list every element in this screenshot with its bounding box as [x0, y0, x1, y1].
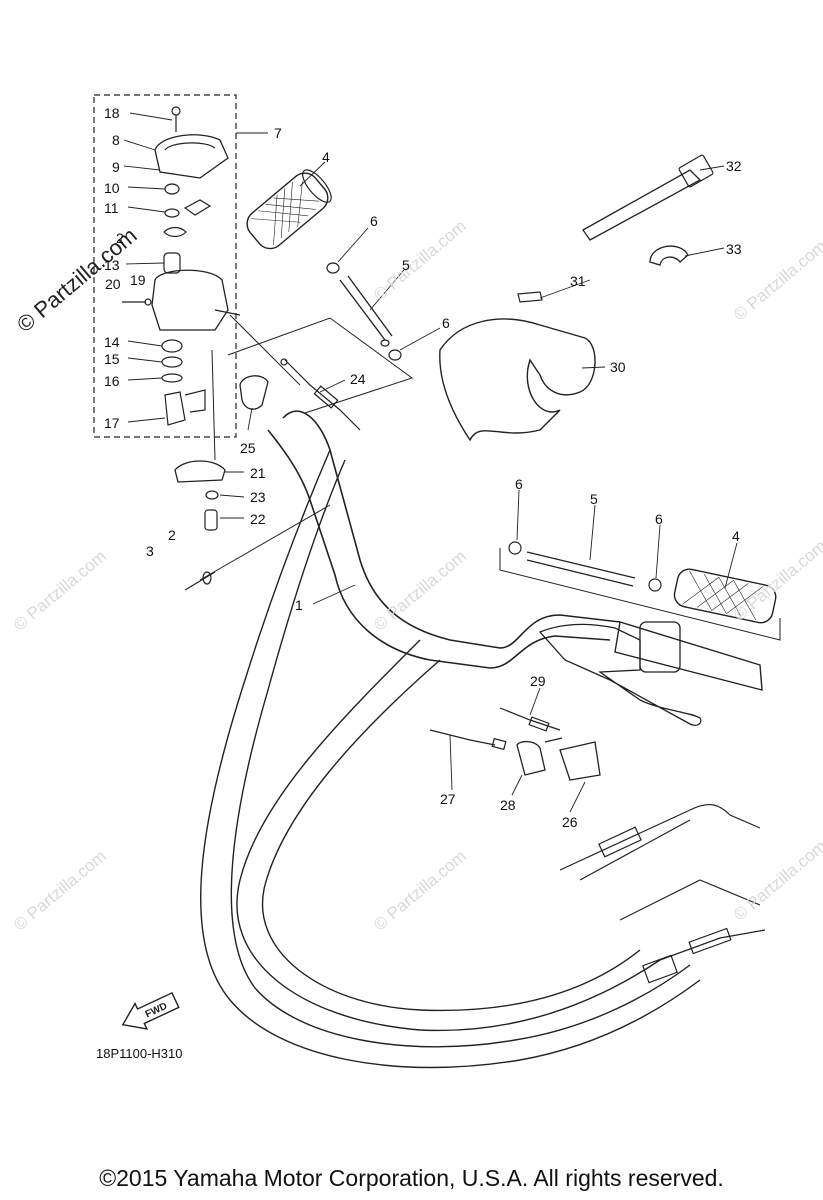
- callout-24: 24: [350, 371, 366, 387]
- callout-27: 27: [440, 791, 456, 807]
- callout-17: 17: [104, 415, 120, 431]
- callout-28: 28: [500, 797, 516, 813]
- diagram-code: 18P1100-H310: [96, 1046, 183, 1061]
- right-grip: [614, 621, 763, 691]
- callout-6: 6: [442, 315, 450, 331]
- throttle-group-box: [93, 94, 237, 438]
- callout-26: 26: [562, 814, 578, 830]
- callout-6: 6: [515, 476, 523, 492]
- left-grip: [246, 169, 332, 250]
- throttle-housing: [151, 269, 229, 331]
- callout-22: 22: [250, 511, 266, 527]
- callout-18: 18: [104, 105, 120, 121]
- brake-lever: [538, 623, 702, 726]
- callout-8: 8: [112, 132, 120, 148]
- handlebar: [282, 410, 621, 649]
- callout-6: 6: [370, 213, 378, 229]
- callout-3: 3: [146, 543, 154, 559]
- callout-5: 5: [402, 257, 410, 273]
- callout-33: 33: [726, 241, 742, 257]
- callout-10: 10: [104, 180, 120, 196]
- forward-arrow-icon: FWD: [121, 991, 180, 1030]
- callout-7: 7: [274, 125, 282, 141]
- callout-1: 1: [295, 597, 303, 613]
- throttle-cover: [154, 134, 229, 179]
- handlebar-cover: [439, 318, 596, 442]
- right-grip-part: [673, 568, 777, 624]
- callout-31: 31: [570, 273, 586, 289]
- callout-14: 14: [104, 334, 120, 350]
- callout-16: 16: [104, 373, 120, 389]
- callout-25: 25: [240, 440, 256, 456]
- callout-13: 13: [104, 257, 120, 273]
- callout-11: 11: [104, 200, 119, 216]
- callout-12: 2: [116, 230, 124, 246]
- callout-2: 2: [168, 527, 176, 543]
- cable-tie: [582, 169, 702, 241]
- callout-5: 5: [590, 491, 598, 507]
- callout-21: 21: [250, 465, 266, 481]
- copyright-notice: ©2015 Yamaha Motor Corporation, U.S.A. A…: [99, 1165, 724, 1191]
- callout-32: 32: [726, 158, 742, 174]
- callout-19: 19: [130, 272, 146, 288]
- callout-6: 6: [655, 511, 663, 527]
- callout-15: 15: [104, 351, 120, 367]
- callout-23: 23: [250, 489, 266, 505]
- callout-9: 9: [112, 159, 120, 175]
- callout-4: 4: [322, 149, 330, 165]
- callout-29: 29: [530, 673, 546, 689]
- callout-20: 20: [105, 276, 121, 292]
- callout-4: 4: [732, 528, 740, 544]
- callout-30: 30: [610, 359, 626, 375]
